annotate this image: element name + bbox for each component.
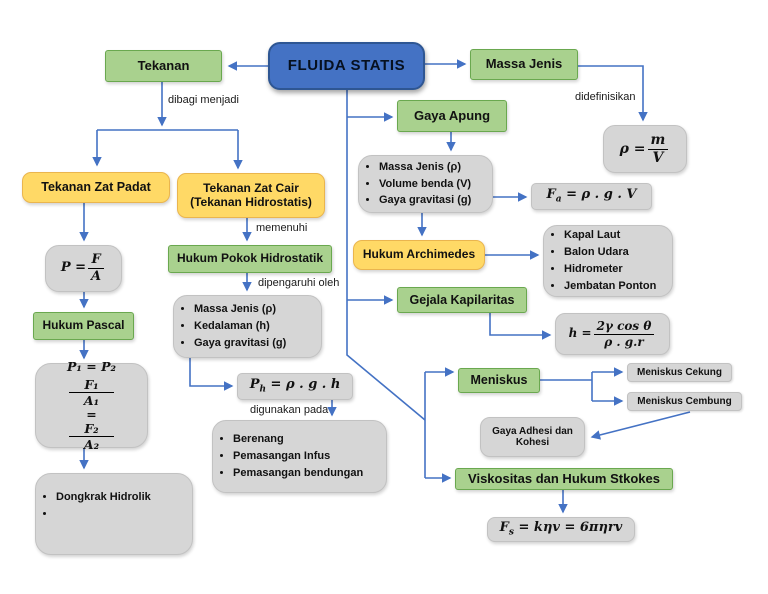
node-gejala-kapilaritas: Gejala Kapilaritas bbox=[397, 287, 527, 313]
formula-capillarity-lhs: h = bbox=[568, 326, 592, 341]
node-hukum-pokok-hidrostatik: Hukum Pokok Hidrostatik bbox=[168, 245, 332, 273]
edge-label-digunakan-pada: digunakan pada bbox=[250, 404, 329, 416]
node-tekanan-zat-cair: Tekanan Zat Cair (Tekanan Hidrostatis) bbox=[177, 173, 325, 218]
node-meniskus: Meniskus bbox=[458, 368, 540, 393]
formula-stokes-text: Fs = kηv = 6πηrv bbox=[499, 520, 623, 538]
gaya-adhesi-line1: Gaya Adhesi dan bbox=[492, 425, 573, 437]
list-item: Massa Jenis (ρ) bbox=[379, 160, 471, 175]
node-gaya-adhesi-kohesi: Gaya Adhesi dan Kohesi bbox=[480, 417, 585, 457]
node-tekanan-zat-padat: Tekanan Zat Padat bbox=[22, 172, 170, 203]
list-item: Kedalaman (h) bbox=[194, 319, 286, 334]
edge-label-didefinisikan: didefinisikan bbox=[575, 91, 636, 103]
formula-hydrostatic-text: Ph = ρ . g . h bbox=[249, 377, 341, 395]
formula-buoyancy-text: Fa = ρ . g . V bbox=[546, 187, 637, 205]
list-item bbox=[56, 507, 151, 522]
edge-label-dipengaruhi-oleh: dipengaruhi oleh bbox=[258, 277, 340, 289]
node-massa-jenis: Massa Jenis bbox=[470, 49, 578, 80]
formula-pascal-line2: F₁ A₁ = F₂ A₂ bbox=[67, 378, 116, 451]
list-item: Jembatan Ponton bbox=[564, 279, 656, 294]
edge-kapilaritas-to-h bbox=[489, 313, 552, 340]
node-tekanan-zat-cair-line1: Tekanan Zat Cair bbox=[203, 180, 299, 195]
list-item: Dongkrak Hidrolik bbox=[56, 490, 151, 505]
formula-pascal-frac1: F₁ A₁ bbox=[69, 378, 114, 407]
list-item: Pemasangan bendungan bbox=[233, 466, 363, 481]
formula-pressure: P = F A bbox=[45, 245, 122, 292]
list-hidrostatik-apps: Berenang Pemasangan Infus Pemasangan ben… bbox=[212, 420, 387, 493]
gaya-adhesi-line2: Kohesi bbox=[515, 437, 550, 448]
node-fluida-statis: FLUIDA STATIS bbox=[268, 42, 425, 90]
formula-pascal-line1: P₁ = P₂ bbox=[67, 358, 116, 374]
list-item: Pemasangan Infus bbox=[233, 449, 363, 464]
edge-meniskus-bar bbox=[540, 372, 593, 401]
list-archimedes-apps: Kapal Laut Balon Udara Hidrometer Jembat… bbox=[543, 225, 673, 297]
list-item: Hidrometer bbox=[564, 262, 656, 277]
list-hidrostatik-factors: Massa Jenis (ρ) Kedalaman (h) Gaya gravi… bbox=[173, 295, 322, 358]
formula-buoyancy: Fa = ρ . g . V bbox=[531, 183, 652, 210]
list-item: Massa Jenis (ρ) bbox=[194, 302, 286, 317]
edge-trunk bbox=[346, 90, 426, 421]
formula-capillarity: h = 2γ cos θ ρ . g.r bbox=[555, 313, 670, 355]
formula-density: ρ = m V bbox=[603, 125, 687, 173]
node-tekanan: Tekanan bbox=[105, 50, 222, 82]
edge-label-memenuhi: memenuhi bbox=[256, 222, 308, 234]
formula-capillarity-fraction: 2γ cos θ ρ . g.r bbox=[593, 320, 655, 348]
node-hukum-archimedes: Hukum Archimedes bbox=[353, 240, 485, 270]
formula-density-fraction: m V bbox=[647, 133, 669, 165]
list-item: Kapal Laut bbox=[564, 228, 656, 243]
list-pascal-apps: Dongkrak Hidrolik bbox=[35, 473, 193, 555]
node-gaya-apung: Gaya Apung bbox=[397, 100, 507, 132]
list-item: Volume benda (V) bbox=[379, 177, 471, 192]
formula-pascal-frac2: F₂ A₂ bbox=[69, 422, 114, 451]
formula-pascal: P₁ = P₂ F₁ A₁ = F₂ A₂ bbox=[35, 358, 148, 451]
list-item: Gaya gravitasi (g) bbox=[379, 193, 471, 208]
list-item: Balon Udara bbox=[564, 245, 656, 260]
node-meniskus-cekung: Meniskus Cekung bbox=[627, 363, 732, 382]
list-item: Gaya gravitasi (g) bbox=[194, 336, 286, 351]
formula-pascal-equals: = bbox=[86, 406, 97, 422]
formula-density-lhs: ρ = bbox=[619, 140, 646, 157]
list-apung-factors: Massa Jenis (ρ) Volume benda (V) Gaya gr… bbox=[358, 155, 493, 213]
formula-pressure-fraction: F A bbox=[88, 253, 105, 283]
node-tekanan-zat-cair-line2: (Tekanan Hidrostatis) bbox=[190, 194, 312, 209]
edge-label-dibagi-menjadi: dibagi menjadi bbox=[168, 94, 239, 106]
list-item: Berenang bbox=[233, 432, 363, 447]
formula-pressure-lhs: P = bbox=[60, 260, 87, 276]
formula-hydrostatic: Ph = ρ . g . h bbox=[237, 373, 353, 400]
node-viskositas: Viskositas dan Hukum Stkokes bbox=[455, 468, 673, 490]
edge-massa-jenis-to-rho bbox=[578, 65, 648, 122]
formula-stokes: Fs = kηv = 6πηrv bbox=[487, 517, 635, 542]
node-hukum-pascal: Hukum Pascal bbox=[33, 312, 134, 340]
edge-cembung-to-adhesi bbox=[590, 411, 691, 440]
edge-factors-to-ph bbox=[189, 358, 234, 391]
node-meniskus-cembung: Meniskus Cembung bbox=[627, 392, 742, 411]
